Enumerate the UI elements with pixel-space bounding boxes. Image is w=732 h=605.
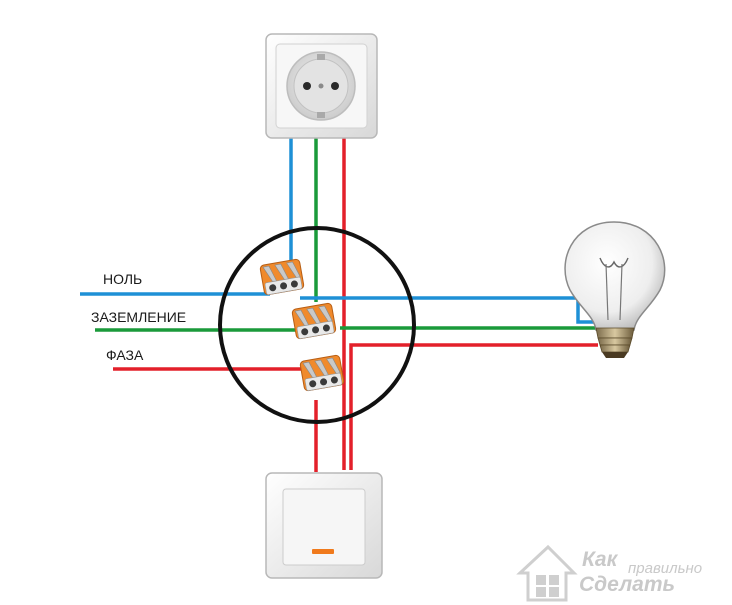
watermark-word3: Сделать — [579, 573, 675, 596]
wire-neutral-lamp — [300, 296, 596, 324]
watermark-word2: правильно — [628, 560, 702, 577]
junction-box — [218, 226, 416, 424]
watermark: Как правильно Сделать — [516, 544, 702, 602]
label-neutral: НОЛЬ — [103, 271, 142, 287]
light-bulb-icon — [564, 221, 666, 358]
wire-phase-lamp — [349, 343, 598, 470]
wago-connector-icon — [291, 302, 337, 340]
wago-connector-icon — [259, 258, 305, 296]
socket-icon — [265, 33, 378, 139]
label-ground: ЗАЗЕМЛЕНИЕ — [91, 309, 186, 325]
light-switch-icon — [265, 472, 383, 579]
label-phase: ФАЗА — [106, 347, 144, 363]
wago-connector-icon — [299, 354, 345, 392]
watermark-word1: Как — [582, 548, 619, 571]
house-logo-icon — [516, 544, 578, 602]
